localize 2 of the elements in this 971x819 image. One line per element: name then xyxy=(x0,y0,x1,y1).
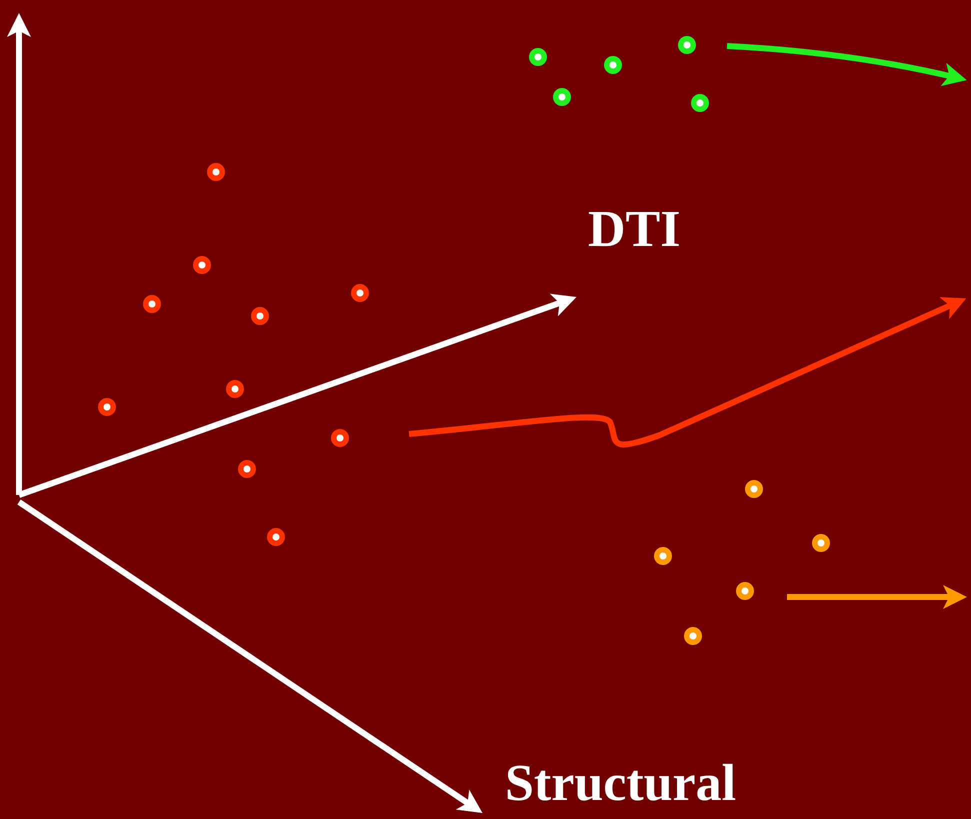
axis-label: Structural xyxy=(505,758,736,810)
axis-label: DTI xyxy=(588,204,680,256)
